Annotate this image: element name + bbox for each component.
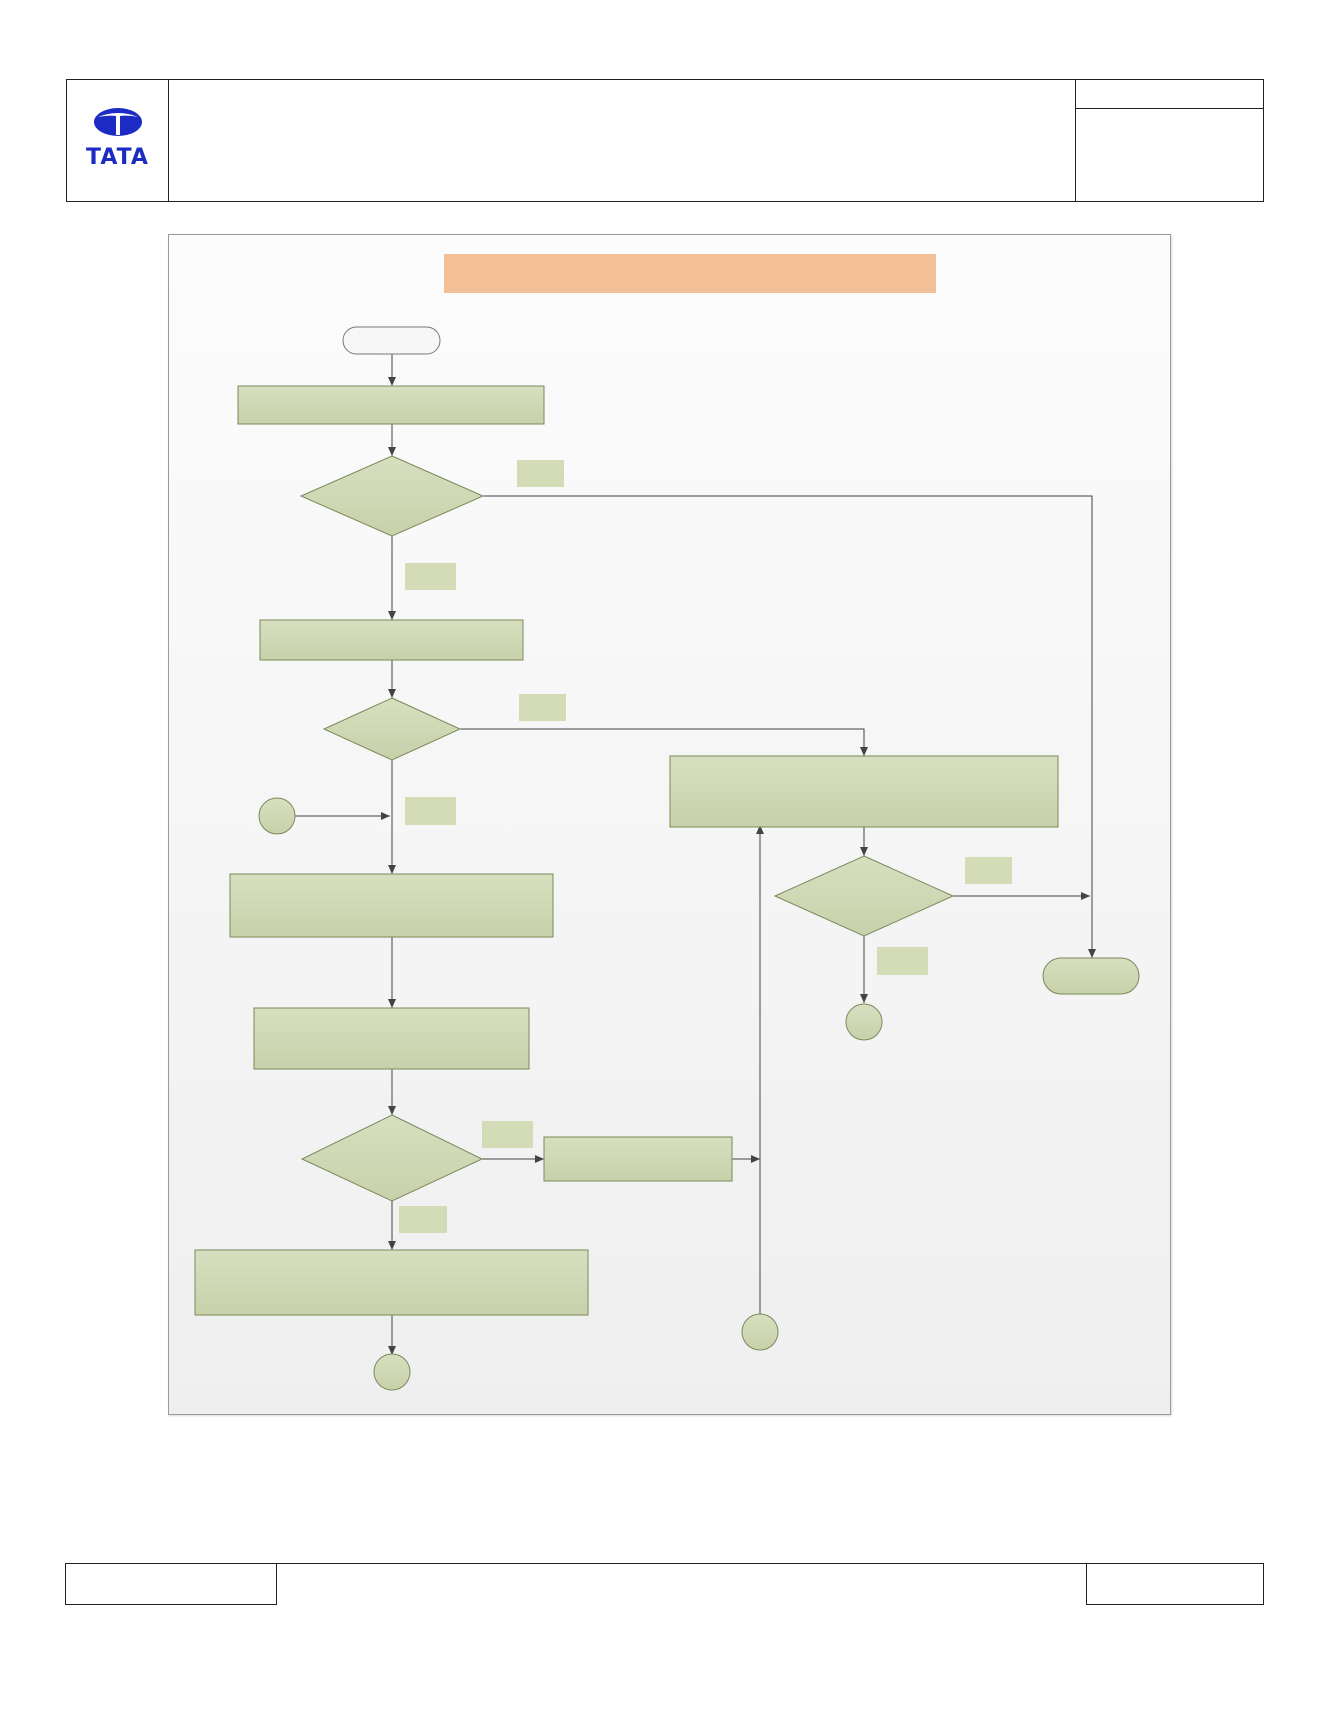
decision-3 [300, 1114, 484, 1202]
edge-decision2-right-step6 [460, 728, 868, 756]
edge-label-d4-right [965, 857, 1012, 884]
process-step6 [669, 755, 1059, 828]
edge-label-d1-down [405, 563, 456, 590]
edge-label-d2-down [405, 797, 456, 825]
footer-right-box [1086, 1563, 1264, 1605]
connector-out-2 [373, 1353, 411, 1391]
logo-text: TATA [86, 145, 149, 170]
connector-in [258, 797, 296, 835]
tata-logo-icon [94, 108, 142, 136]
process-step3 [229, 873, 554, 938]
start-terminator [342, 326, 441, 355]
edge-label-d2-right [519, 694, 566, 721]
footer-center-line [277, 1563, 1086, 1564]
connector-in-2 [741, 1313, 779, 1351]
header-docno-cell [1076, 79, 1264, 109]
decision-2 [322, 697, 462, 761]
decision-4 [773, 855, 955, 937]
connector-out-1 [845, 1003, 883, 1041]
process-step7 [194, 1249, 589, 1316]
edge-label-d1-right [517, 460, 564, 487]
edge-label-d3-down [399, 1206, 447, 1233]
header-title-cell [169, 79, 1076, 202]
process-step1 [237, 385, 545, 425]
footer-left-box [65, 1563, 277, 1605]
end-terminator [1042, 957, 1140, 995]
edge-label-d3-right [482, 1121, 533, 1148]
header-table [66, 79, 1264, 202]
header-logo-cell: TATA [66, 79, 169, 202]
process-step5 [543, 1136, 733, 1182]
process-step2 [259, 619, 524, 661]
diagram-banner [444, 254, 936, 293]
decision-1 [299, 455, 485, 537]
edge-label-d4-down [877, 947, 928, 975]
process-step4 [253, 1007, 530, 1070]
edge-decision1-right-end [483, 495, 1096, 958]
